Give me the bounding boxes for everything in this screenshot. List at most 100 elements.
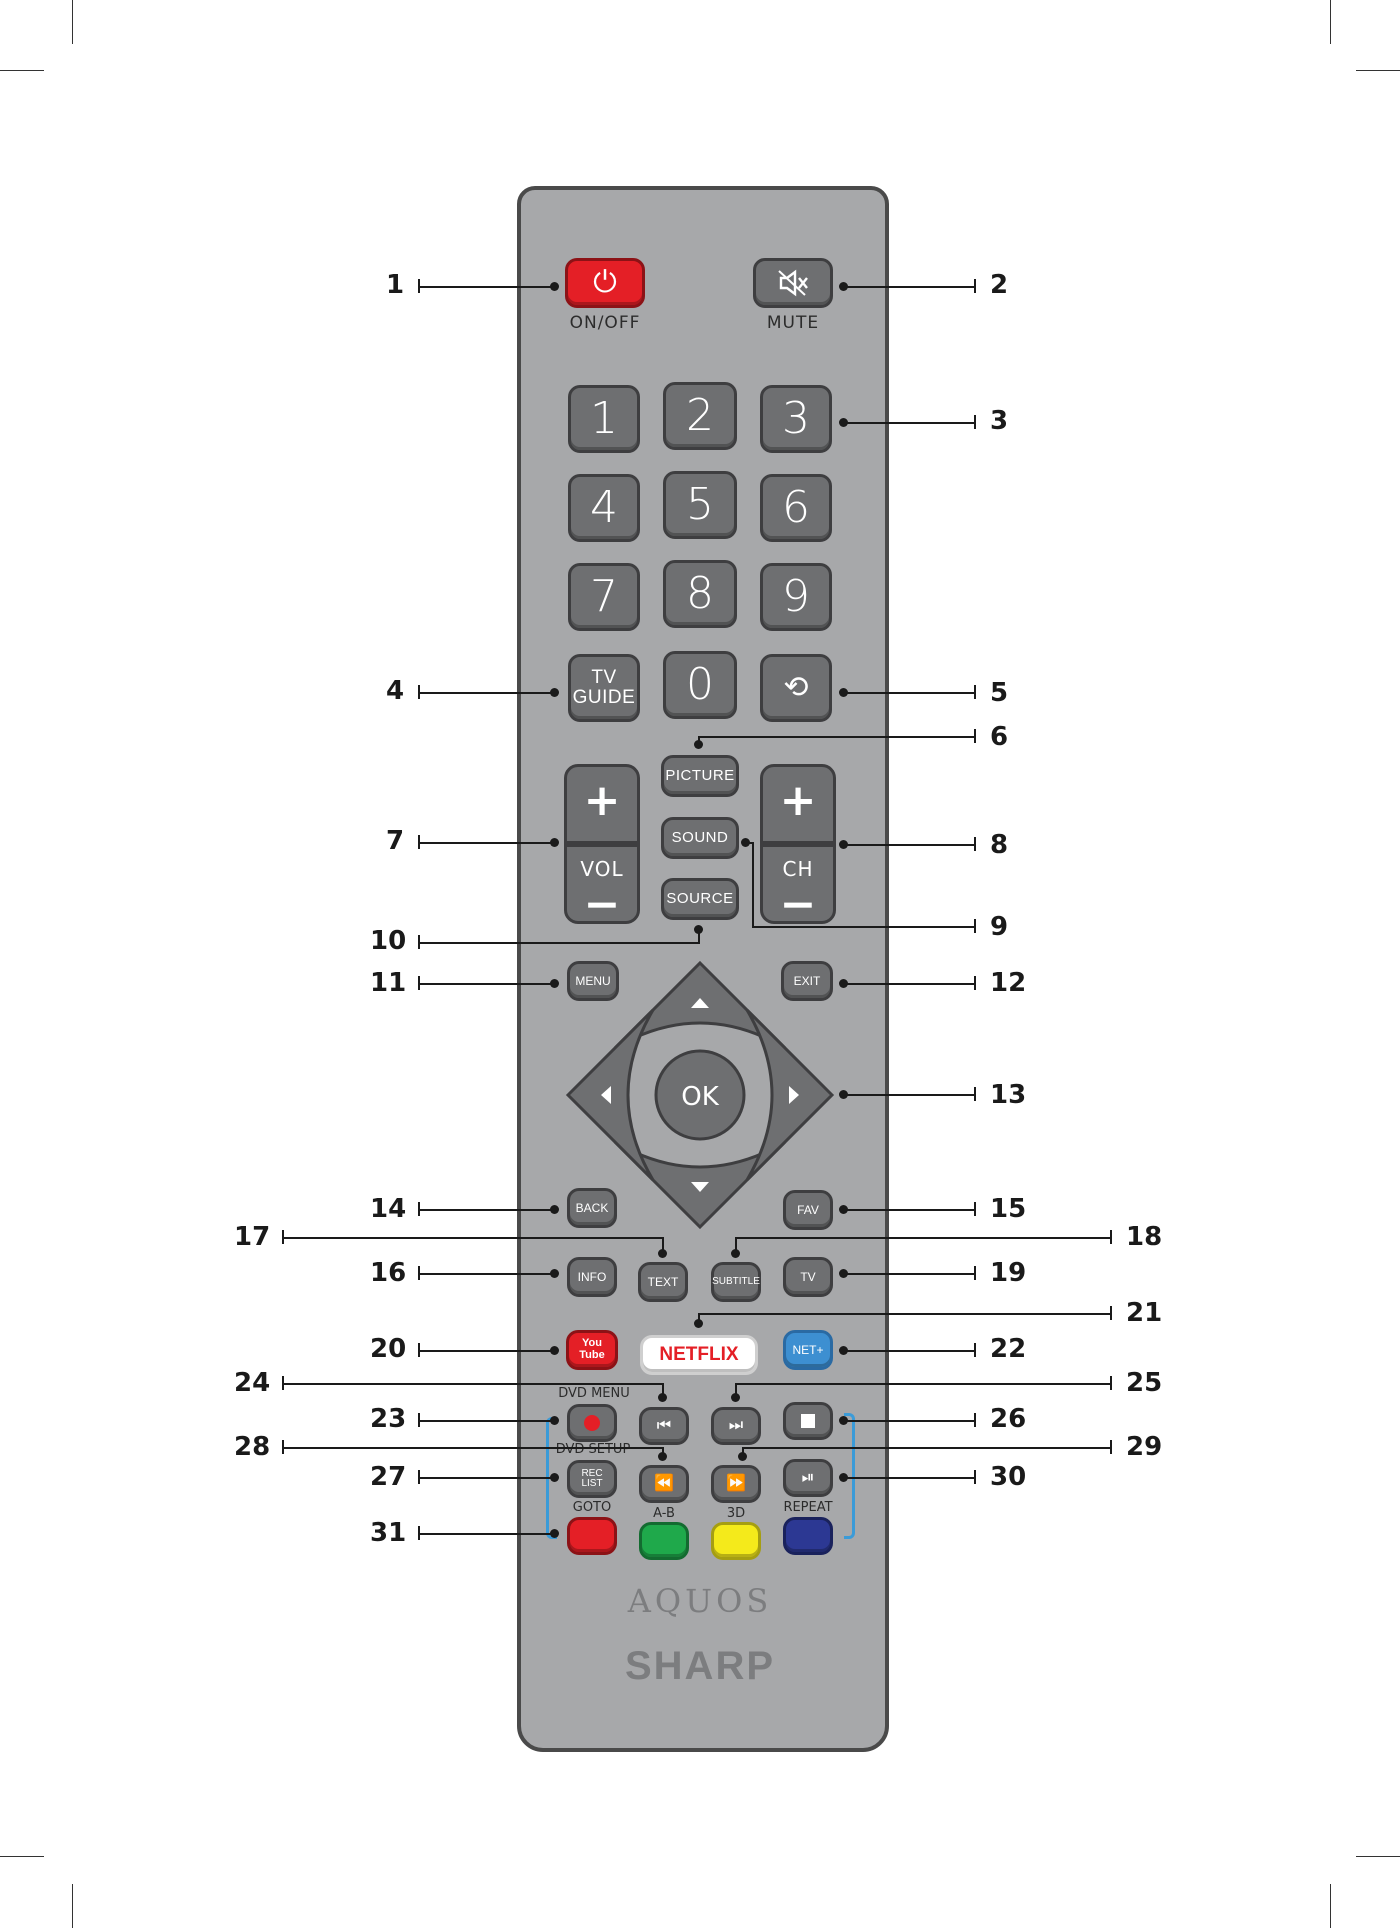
- digit-5-button[interactable]: 5: [663, 471, 737, 539]
- crop-mark: [0, 1856, 44, 1857]
- skip-forward-icon: ⏭: [728, 1416, 744, 1434]
- crop-mark: [1330, 0, 1331, 44]
- stop-icon: [801, 1414, 815, 1428]
- youtube-button[interactable]: You Tube: [566, 1330, 618, 1370]
- record-icon: [584, 1415, 600, 1431]
- red-button[interactable]: [567, 1517, 617, 1555]
- mute-button[interactable]: [753, 258, 833, 308]
- fav-button[interactable]: FAV: [783, 1190, 833, 1230]
- digit-7-button[interactable]: 7: [568, 563, 640, 631]
- digit-1-button[interactable]: 1: [568, 385, 640, 453]
- volume-rocker[interactable]: + VOL −: [564, 764, 640, 930]
- fast-forward-icon: ⏩: [726, 1474, 746, 1492]
- channel-up-icon[interactable]: +: [779, 775, 817, 826]
- callout-10: 10: [370, 926, 407, 956]
- channel-down-icon[interactable]: −: [779, 879, 817, 930]
- back-button[interactable]: BACK: [567, 1188, 617, 1228]
- callout-6: 6: [990, 722, 1009, 752]
- crop-mark: [1356, 70, 1400, 71]
- yellow-button[interactable]: [711, 1522, 761, 1560]
- exit-button[interactable]: EXIT: [781, 961, 833, 1001]
- callout-21: 21: [1126, 1298, 1163, 1328]
- blue-button[interactable]: [783, 1517, 833, 1555]
- callout-13: 13: [990, 1080, 1027, 1110]
- digit-3-button[interactable]: 3: [760, 385, 832, 453]
- channel-label: CH: [782, 857, 814, 881]
- fast-forward-button[interactable]: ⏩: [711, 1465, 761, 1503]
- rewind-button[interactable]: ⏪: [639, 1465, 689, 1503]
- digit-4-button[interactable]: 4: [568, 474, 640, 542]
- goto-label: GOTO: [572, 1500, 612, 1515]
- ab-label: A-B: [653, 1506, 675, 1521]
- power-button[interactable]: ⏻: [565, 258, 645, 308]
- callout-29: 29: [1126, 1432, 1163, 1462]
- callout-11: 11: [370, 968, 407, 998]
- callout-8: 8: [990, 830, 1009, 860]
- arrow-up-icon: [691, 998, 709, 1008]
- sound-button[interactable]: SOUND: [661, 817, 739, 859]
- sharp-logo: SHARP: [624, 1644, 776, 1688]
- arrow-right-icon: [789, 1086, 799, 1104]
- callout-17: 17: [234, 1222, 271, 1252]
- callout-25: 25: [1126, 1368, 1163, 1398]
- info-button[interactable]: INFO: [567, 1257, 617, 1297]
- menu-button[interactable]: MENU: [567, 961, 619, 1001]
- callout-28: 28: [234, 1432, 271, 1462]
- callout-20: 20: [370, 1334, 407, 1364]
- subtitle-button[interactable]: SUBTITLE: [711, 1262, 761, 1302]
- callout-5: 5: [990, 678, 1009, 708]
- stop-button[interactable]: [783, 1402, 833, 1440]
- ok-button[interactable]: [654, 1049, 746, 1141]
- callout-24: 24: [234, 1368, 271, 1398]
- crop-mark: [1330, 1884, 1331, 1928]
- swap-icon: ⟲: [783, 671, 809, 705]
- callout-18: 18: [1126, 1222, 1163, 1252]
- skip-back-icon: ⏮: [656, 1416, 672, 1434]
- three-d-label: 3D: [726, 1506, 746, 1521]
- previous-channel-button[interactable]: ⟲: [760, 654, 832, 722]
- digit-8-button[interactable]: 8: [663, 560, 737, 628]
- digit-9-button[interactable]: 9: [760, 563, 832, 631]
- crop-mark: [72, 1884, 73, 1928]
- netflix-button[interactable]: NETFLIX: [640, 1335, 758, 1375]
- ok-label: OK: [681, 1082, 719, 1112]
- rec-list-button[interactable]: REC LIST: [567, 1460, 617, 1498]
- digit-0-button[interactable]: 0: [663, 651, 737, 719]
- source-button[interactable]: SOURCE: [661, 878, 739, 920]
- text-button[interactable]: TEXT: [638, 1262, 688, 1302]
- dvd-section-bracket-right: [844, 1413, 855, 1539]
- play-pause-icon: ⏯: [801, 1468, 815, 1486]
- callout-12: 12: [990, 968, 1027, 998]
- picture-button[interactable]: PICTURE: [661, 755, 739, 797]
- tv-button[interactable]: TV: [783, 1257, 833, 1297]
- callout-26: 26: [990, 1404, 1027, 1434]
- arrow-down-icon: [691, 1182, 709, 1192]
- record-button[interactable]: [567, 1404, 617, 1442]
- crop-mark: [0, 70, 44, 71]
- crop-mark: [72, 0, 73, 44]
- callout-3: 3: [990, 406, 1009, 436]
- rocker-divider: [567, 841, 637, 847]
- digit-6-button[interactable]: 6: [760, 474, 832, 542]
- skip-forward-button[interactable]: ⏭: [711, 1407, 761, 1445]
- callout-7: 7: [386, 826, 405, 856]
- mute-icon: [778, 269, 808, 297]
- volume-down-icon[interactable]: −: [583, 879, 621, 930]
- navigation-pad[interactable]: OK: [563, 958, 837, 1232]
- callout-22: 22: [990, 1334, 1027, 1364]
- volume-label: VOL: [580, 857, 624, 881]
- mute-label: MUTE: [766, 313, 820, 333]
- channel-rocker[interactable]: + CH −: [760, 764, 836, 930]
- aquos-logo: AQUOS: [627, 1582, 773, 1620]
- volume-up-icon[interactable]: +: [583, 775, 621, 826]
- callout-4: 4: [386, 676, 405, 706]
- skip-back-button[interactable]: ⏮: [639, 1407, 689, 1445]
- green-button[interactable]: [639, 1522, 689, 1560]
- callout-1: 1: [386, 270, 405, 300]
- play-pause-button[interactable]: ⏯: [783, 1459, 833, 1497]
- tv-guide-button[interactable]: TV GUIDE: [568, 654, 640, 722]
- callout-31: 31: [370, 1518, 407, 1548]
- net-plus-button[interactable]: NET+: [783, 1330, 833, 1370]
- digit-2-button[interactable]: 2: [663, 382, 737, 450]
- dvd-setup-label: DVD SETUP: [555, 1442, 631, 1457]
